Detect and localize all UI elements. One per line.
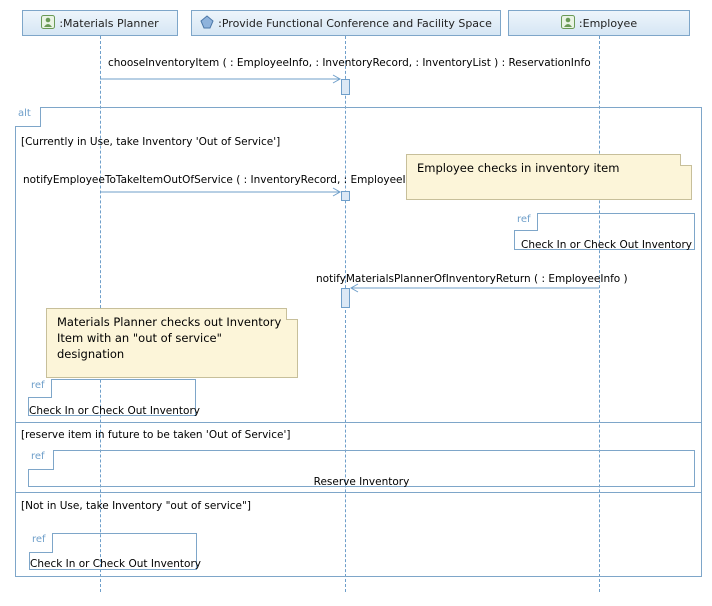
ref-tag: ref	[28, 379, 52, 398]
note-fold	[286, 308, 298, 320]
lifeline-conference-space	[345, 36, 346, 592]
ref-check-in-out-1[interactable]	[514, 213, 695, 250]
message-choose-inventory-item[interactable]: chooseInventoryItem ( : EmployeeInfo, : …	[108, 57, 591, 69]
alt-divider-1	[15, 422, 702, 423]
lifeline-head-conference-space[interactable]: :Provide Functional Conference and Facil…	[191, 10, 501, 36]
ref-name: Check In or Check Out Inventory	[29, 405, 200, 417]
ref-tag: ref	[29, 533, 53, 553]
note-fold	[680, 154, 692, 166]
note-planner-checks-out[interactable]: Materials Planner checks out Inventory I…	[46, 308, 298, 378]
actor-icon	[560, 14, 575, 32]
lifeline-label: :Provide Functional Conference and Facil…	[218, 16, 492, 30]
ref-name: Check In or Check Out Inventory	[30, 558, 201, 570]
component-icon	[200, 14, 214, 32]
note-text: Employee checks in inventory item	[417, 161, 620, 175]
activation-bar	[341, 288, 350, 308]
alt-guard-2: [reserve item in future to be taken 'Out…	[21, 429, 291, 441]
ref-tag: ref	[514, 213, 538, 231]
alt-fragment[interactable]	[15, 107, 702, 577]
message-notify-materials-planner[interactable]: notifyMaterialsPlannerOfInventoryReturn …	[316, 273, 628, 285]
activation-bar	[341, 191, 350, 201]
alt-tag: alt	[15, 107, 41, 127]
lifeline-employee	[599, 36, 600, 592]
ref-name: Reserve Inventory	[313, 476, 410, 488]
lifeline-label: :Employee	[578, 16, 638, 30]
actor-icon	[41, 14, 56, 32]
alt-guard-3: [Not in Use, take Inventory "out of serv…	[21, 500, 251, 512]
alt-guard-1: [Currently in Use, take Inventory 'Out o…	[21, 136, 281, 148]
lifeline-head-employee[interactable]: :Employee	[508, 10, 690, 36]
alt-divider-2	[15, 492, 702, 493]
message-notify-employee[interactable]: notifyEmployeeToTakeItemOutOfService ( :…	[23, 174, 430, 186]
ref-tag: ref	[28, 450, 54, 470]
ref-name: Check In or Check Out Inventory	[521, 239, 692, 251]
lifeline-head-materials-planner[interactable]: :Materials Planner	[22, 10, 178, 36]
activation-bar	[341, 79, 350, 95]
note-text: Materials Planner checks out Inventory I…	[57, 315, 282, 361]
lifeline-label: :Materials Planner	[59, 16, 159, 30]
note-employee-checks-in[interactable]: Employee checks in inventory item	[406, 154, 692, 200]
